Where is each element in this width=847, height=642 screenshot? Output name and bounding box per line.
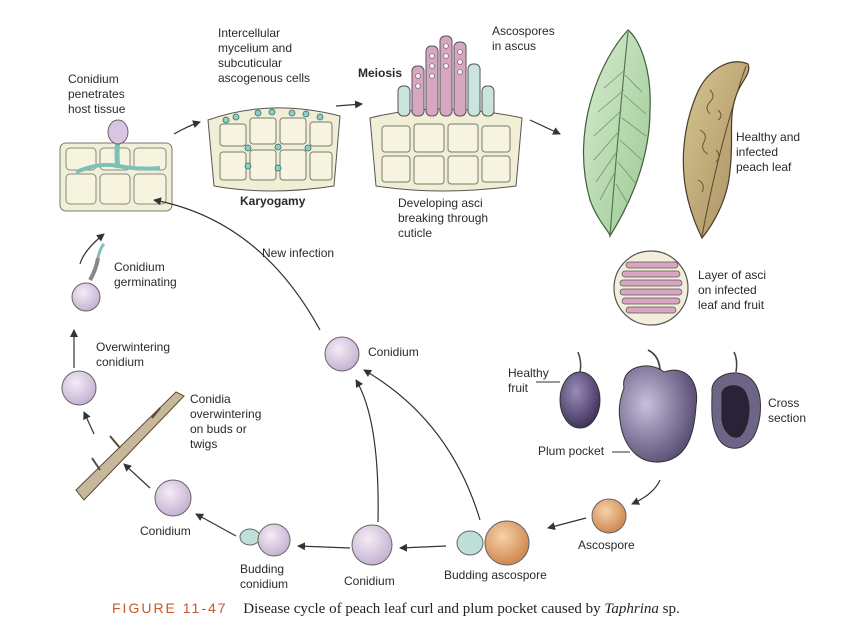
label-ascospore: Ascospore [578, 538, 635, 552]
healthy-peach-leaf-illustration [582, 29, 651, 239]
label-conidium-penetrates: Conidium penetrates host tissue [68, 72, 126, 116]
label-budding-conidium: Budding conidium [240, 562, 289, 591]
layer-of-asci-illustration [613, 250, 689, 326]
label-conidium-bottom: Conidium [344, 574, 395, 588]
host-tissue-penetration-illustration [59, 119, 173, 212]
left-conidium-spore [154, 479, 192, 517]
infected-peach-leaf-illustration [682, 61, 750, 240]
ascospore-spore [591, 498, 627, 534]
cross-section-illustration [711, 351, 761, 449]
caption-text-before: Disease cycle of peach leaf curl and plu… [243, 601, 605, 617]
label-healthy-infected-leaf: Healthy and infected peach leaf [736, 130, 801, 174]
budding-conidium-spore [239, 523, 291, 557]
label-meiosis: Meiosis [358, 66, 403, 80]
label-developing-asci: Developing asci breaking through cuticle [398, 196, 489, 240]
caption-text-after: sp. [658, 601, 680, 617]
label-budding-ascospore: Budding ascospore [444, 568, 547, 582]
label-conidium-left: Conidium [140, 524, 191, 538]
label-conidia-overwintering: Conidia overwintering on buds or twigs [190, 392, 262, 451]
bottom-conidium-spore [351, 524, 393, 566]
overwintering-conidium-spore [61, 370, 97, 406]
label-layer-of-asci: Layer of asci on infected leaf and fruit [698, 268, 767, 312]
label-healthy-fruit: Healthy fruit [508, 366, 549, 395]
figure-number: FIGURE 11-47 [112, 600, 228, 616]
center-conidium-spore [324, 336, 360, 372]
label-overwintering-conidium: Overwintering conidium [96, 340, 171, 369]
label-karyogamy: Karyogamy [240, 194, 306, 208]
intercellular-mycelium-illustration [207, 107, 341, 192]
twig-illustration [75, 391, 185, 501]
cycle-arrows [70, 100, 661, 552]
label-intercellular-mycelium: Intercellular mycelium and subcuticular … [218, 26, 311, 85]
label-conidium-germinating: Conidium germinating [114, 260, 177, 289]
conidium-on-host-spore [71, 242, 106, 312]
healthy-fruit-illustration [536, 351, 601, 429]
figure-caption: FIGURE 11-47 Disease cycle of peach leaf… [112, 600, 680, 618]
label-conidium-center: Conidium [368, 345, 419, 359]
caption-genus: Taphrina [604, 601, 659, 617]
label-new-infection: New infection [262, 246, 335, 260]
developing-asci-illustration [369, 35, 523, 192]
label-cross-section: Cross section [768, 396, 807, 425]
budding-ascospore-spore [456, 520, 530, 566]
plum-pocket-illustration [612, 349, 698, 463]
label-ascospores-in-ascus: Ascospores in ascus [492, 24, 555, 53]
label-plum-pocket: Plum pocket [538, 444, 605, 458]
